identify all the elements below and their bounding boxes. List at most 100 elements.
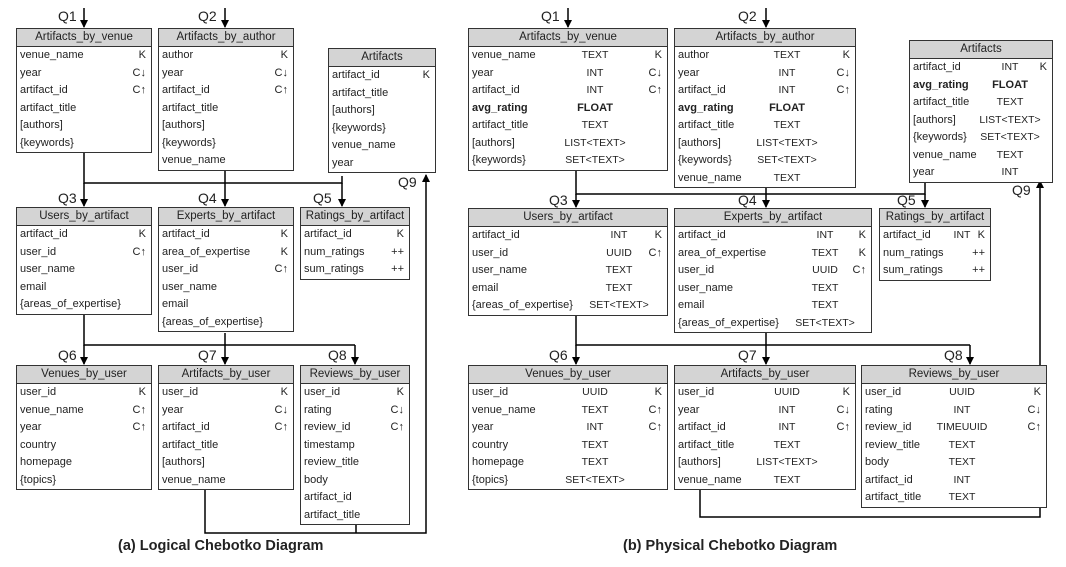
column-key: C↓: [1027, 403, 1041, 416]
column-row: homepage: [17, 454, 151, 472]
column-name: avg_rating: [472, 101, 528, 114]
column-name: review_id: [865, 421, 912, 433]
column-name: user_id: [472, 386, 509, 398]
column-key: C↓: [390, 403, 404, 416]
table-title: Artifacts_by_user: [675, 366, 855, 384]
column-name: [authors]: [472, 136, 515, 149]
column-name: venue_name: [20, 49, 84, 61]
column-key: K: [654, 229, 662, 241]
column-row: user_name: [17, 261, 151, 279]
column-key: K: [858, 246, 866, 259]
column-row: artifact_title: [159, 100, 293, 118]
column-key: C↑: [274, 84, 288, 96]
column-name: {areas_of_expertise}: [162, 315, 263, 328]
column-type: TEXT: [605, 281, 633, 294]
table-title: Artifacts_by_author: [675, 29, 855, 47]
column-type: TEXT: [773, 171, 801, 184]
column-name: user_name: [20, 263, 76, 275]
column-type: TEXT: [996, 96, 1024, 108]
column-row: artifact_title: [301, 507, 409, 525]
column-type: INT: [586, 66, 604, 79]
column-row: year: [329, 155, 435, 173]
column-key: C↓: [274, 66, 288, 79]
column-key: C↑: [132, 245, 146, 258]
column-type: UUID: [774, 386, 800, 398]
column-row: user_id UUID K: [862, 384, 1046, 402]
column-name: artifact_title: [162, 438, 219, 451]
column-name: [authors]: [332, 104, 375, 116]
column-name: country: [20, 438, 57, 451]
column-name: num_ratings: [883, 246, 944, 259]
column-type: INT: [586, 421, 604, 433]
column-name: user_name: [162, 280, 218, 293]
column-name: user_id: [865, 386, 902, 398]
table-title: Artifacts_by_venue: [469, 29, 667, 47]
column-name: artifact_title: [162, 101, 219, 114]
column-row: sum_ratings++: [880, 262, 990, 280]
column-key: ++: [972, 264, 985, 276]
column-name: [authors]: [678, 456, 721, 468]
physical-q2-label: Q2: [738, 8, 757, 24]
column-type: INT: [1001, 166, 1019, 178]
column-key: C↑: [648, 84, 662, 96]
column-key: K: [1033, 386, 1041, 398]
table-title: Reviews_by_user: [862, 366, 1046, 384]
column-row: {areas_of_expertise}SET<TEXT>: [469, 297, 667, 315]
column-key: ++: [391, 263, 404, 275]
column-name: review_title: [304, 456, 360, 468]
column-type: TEXT: [581, 403, 609, 416]
logical-q6-label: Q6: [58, 347, 77, 363]
column-name: review_id: [304, 421, 351, 433]
column-name: rating: [865, 403, 893, 416]
physical-q8-label: Q8: [944, 347, 963, 363]
column-key: C↓: [648, 66, 662, 79]
column-type: SET<TEXT>: [980, 131, 1040, 143]
column-row: {areas_of_expertise}SET<TEXT>: [675, 315, 871, 333]
column-type: SET<TEXT>: [795, 316, 855, 329]
column-name: year: [472, 66, 494, 79]
column-name: artifact_id: [304, 491, 352, 503]
column-row: [authors]: [17, 117, 151, 135]
column-name: artifact_id: [913, 61, 961, 73]
column-key: ++: [391, 245, 404, 258]
column-name: venue_name: [20, 403, 84, 416]
column-type: LIST<TEXT>: [979, 113, 1041, 126]
column-name: artifact_id: [20, 84, 68, 96]
column-key: C↑: [1027, 421, 1041, 433]
column-name: artifact_id: [332, 69, 380, 81]
column-name: area_of_expertise: [678, 246, 767, 259]
column-name: homepage: [472, 456, 524, 468]
column-key: K: [654, 386, 662, 398]
column-type: UUID: [949, 386, 975, 398]
column-name: {keywords}: [913, 131, 967, 143]
column-row: artifact_id: [301, 489, 409, 507]
column-type: INT: [778, 66, 796, 79]
physical-q3-label: Q3: [549, 192, 568, 208]
column-type: TEXT: [581, 438, 609, 451]
column-name: user_id: [304, 386, 341, 398]
column-name: user_id: [678, 264, 715, 276]
column-row: [authors]LIST<TEXT>: [910, 112, 1052, 130]
column-name: user_id: [678, 386, 715, 398]
logical-q2-label: Q2: [198, 8, 217, 24]
table-title: Users_by_artifact: [17, 208, 151, 226]
column-key: K: [842, 49, 850, 61]
